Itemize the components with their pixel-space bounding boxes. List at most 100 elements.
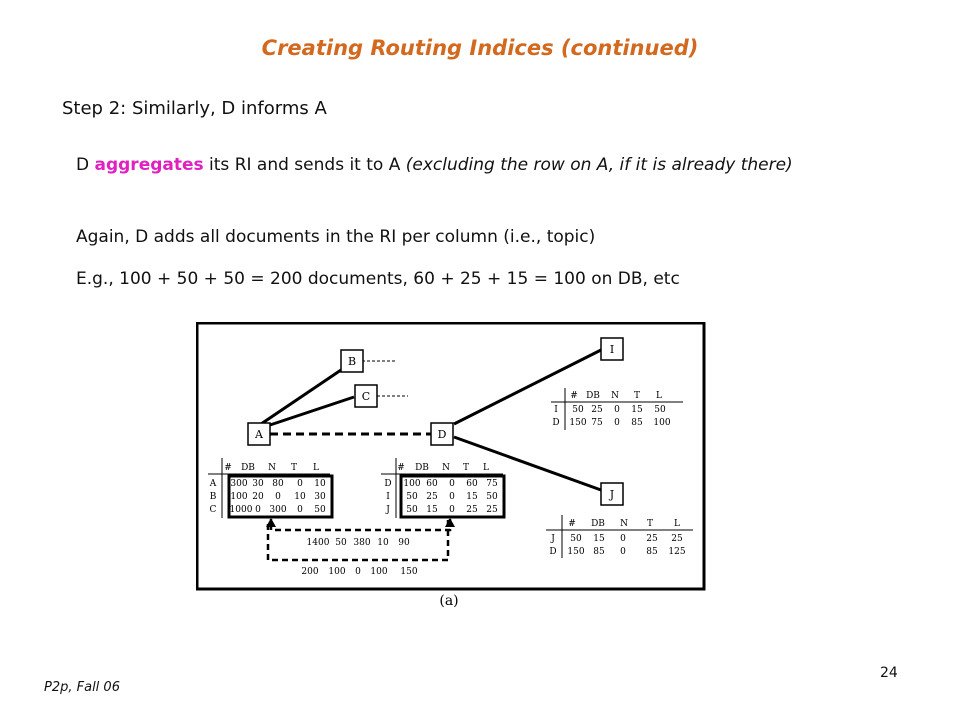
table-j-cell: D <box>549 547 556 557</box>
table-a-cell: 0 <box>255 505 261 515</box>
aggregate-row-top-bg <box>304 535 422 547</box>
node-c-box <box>354 384 378 408</box>
table-a-cell: 0 <box>275 492 281 502</box>
table-i-header-cell: N <box>611 391 619 401</box>
table-a-header-cell: L <box>313 463 319 473</box>
table-a-header: # DB N T L <box>224 463 319 473</box>
table-a-cell: B <box>210 492 217 502</box>
bullet-aggregates-mid: its RI and sends it to A <box>203 155 406 175</box>
table-i-cell: I <box>554 405 558 415</box>
table-a-header-cell: N <box>268 463 276 473</box>
table-j-cell: J <box>550 534 555 544</box>
table-a-cell: 1000 <box>230 505 253 515</box>
flow-top-path <box>269 519 452 532</box>
diagram-frame <box>196 322 706 591</box>
table-a-cell: 80 <box>272 479 284 489</box>
table-a-cell: 20 <box>252 492 264 502</box>
table-d-cell: 0 <box>449 492 455 502</box>
table-d-cell: D <box>384 479 391 489</box>
table-j-cell: 150 <box>567 547 584 557</box>
node-i-label: I <box>610 343 614 356</box>
table-d-cell: 0 <box>449 505 455 515</box>
table-row: I 50 25 0 15 50 <box>386 492 498 502</box>
table-d-cell: 60 <box>466 479 478 489</box>
table-d-cell: I <box>386 492 390 502</box>
table-j-cell: 25 <box>671 534 683 544</box>
table-i-cell: D <box>552 418 559 428</box>
table-j-cell: 0 <box>620 547 626 557</box>
edge-d-j <box>453 435 602 492</box>
table-j-header-cell: N <box>620 519 628 529</box>
table-i-header-cell: # <box>570 391 578 401</box>
table-row: I 50 25 0 15 50 <box>554 405 666 415</box>
aggregate-bottom-cell: 200 <box>301 567 318 577</box>
table-d-cell: 0 <box>449 479 455 489</box>
table-d-cell: 50 <box>406 492 418 502</box>
table-i-header: # DB N T L <box>570 391 662 401</box>
aggregate-bottom-cell: 0 <box>355 567 361 577</box>
table-row: D 150 85 0 85 125 <box>549 547 685 557</box>
node-b-label: B <box>348 355 356 368</box>
table-a-cell: C <box>210 505 217 515</box>
table-j-header-cell: DB <box>591 519 605 529</box>
table-a-cell: A <box>209 479 217 489</box>
step-heading: Step 2: Similarly, D informs A <box>62 98 327 119</box>
bullet-example: E.g., 100 + 50 + 50 = 200 documents, 60 … <box>76 269 680 289</box>
table-d-highlight <box>399 474 506 519</box>
table-d-header: # DB N T L <box>397 463 489 473</box>
aggregate-top-cell: 10 <box>377 538 389 548</box>
table-i-header-cell: DB <box>586 391 600 401</box>
aggregate-row-bottom: 200 100 0 100 150 <box>298 564 438 577</box>
table-d-cell: 50 <box>486 492 498 502</box>
slide-title: Creating Routing Indices (continued) <box>261 36 699 60</box>
node-c-label: C <box>362 390 370 403</box>
table-d-header-cell: T <box>463 463 469 473</box>
flow-bottom-path <box>266 520 450 562</box>
table-a-cell: 300 <box>230 479 247 489</box>
keyword-aggregates: aggregates <box>94 155 204 175</box>
aggregate-top-cell: 90 <box>398 538 410 548</box>
aggregate-row-top: 1400 50 380 10 90 <box>304 535 422 548</box>
arrow-up-icon <box>445 518 455 527</box>
table-j-cell: 50 <box>570 534 582 544</box>
table-d-cell: 60 <box>426 479 438 489</box>
table-j-cell: 125 <box>668 547 685 557</box>
table-j-header-cell: # <box>568 519 576 529</box>
table-row: J 50 15 0 25 25 <box>385 505 498 515</box>
table-i-cell: 0 <box>614 418 620 428</box>
table-a-cell: 30 <box>314 492 326 502</box>
aggregate-row-bottom-bg <box>298 564 438 576</box>
table-a-header-cell: DB <box>241 463 255 473</box>
bullet-aggregates-note: (excluding the row on A, if it is alread… <box>405 155 793 175</box>
table-i-cell: 15 <box>631 405 643 415</box>
table-row: B 100 20 0 10 30 <box>210 492 326 502</box>
table-row: J 50 15 0 25 25 <box>550 534 683 544</box>
bullet-aggregates: D aggregates its RI and sends it to A (e… <box>76 152 876 178</box>
aggregate-top-cell: 50 <box>335 538 347 548</box>
table-j-header: # DB N T L <box>568 519 680 529</box>
table-a-cell: 0 <box>297 479 303 489</box>
aggregate-top-cell: 380 <box>353 538 370 548</box>
table-d-cell: 15 <box>466 492 478 502</box>
table-row: A 300 30 80 0 10 <box>209 479 326 489</box>
table-row: D 150 75 0 85 100 <box>552 418 670 428</box>
table-d-header-cell: DB <box>415 463 429 473</box>
table-a-highlight <box>227 474 334 519</box>
table-a-header-cell: T <box>291 463 297 473</box>
table-a-cell: 300 <box>269 505 286 515</box>
table-j-cell: 85 <box>646 547 658 557</box>
table-i-cell: 85 <box>631 418 643 428</box>
footer-course: P2p, Fall 06 <box>44 680 120 695</box>
table-d-cell: J <box>385 505 390 515</box>
node-a-box <box>247 422 271 446</box>
table-a-cell: 10 <box>314 479 326 489</box>
node-j-box <box>600 482 624 506</box>
node-d-box <box>430 422 454 446</box>
table-d-cell: 15 <box>426 505 438 515</box>
table-j-cell: 15 <box>593 534 605 544</box>
table-j-cell: 25 <box>646 534 658 544</box>
table-i-cell: 50 <box>654 405 666 415</box>
table-d-cell: 25 <box>466 505 478 515</box>
table-a-cell: 10 <box>294 492 306 502</box>
table-row: C 1000 0 300 0 50 <box>210 505 326 515</box>
